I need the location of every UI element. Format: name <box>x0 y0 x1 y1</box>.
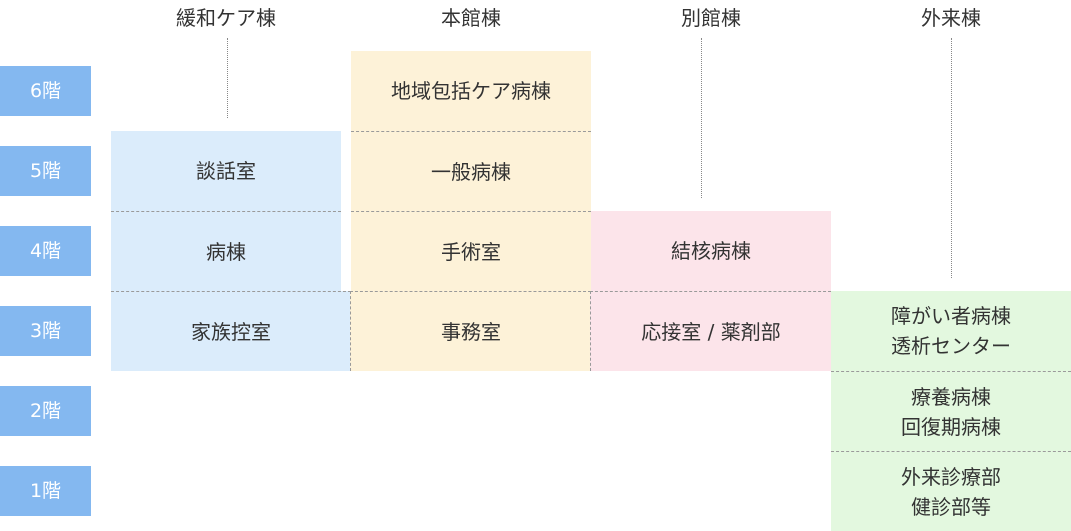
room-annex-3f: 応接室 / 薬剤部 <box>590 291 831 371</box>
room-label: 手術室 <box>441 239 501 264</box>
room-main-3f: 事務室 <box>350 291 591 371</box>
room-outpatient-1f: 外来診療部 健診部等 <box>831 451 1071 531</box>
room-label: 一般病棟 <box>431 159 511 184</box>
floor-label-6f: 6階 <box>0 66 91 116</box>
room-main-5f: 一般病棟 <box>351 131 591 211</box>
guide-line-palliative <box>227 38 228 118</box>
floor-label-1f: 1階 <box>0 466 91 516</box>
room-label: 家族控室 <box>191 319 271 344</box>
room-label-line-1: 外来診療部 <box>901 464 1001 489</box>
room-label: 事務室 <box>441 319 501 344</box>
room-label-line-2: 透析センター <box>891 334 1011 358</box>
floor-label-2f: 2階 <box>0 386 91 436</box>
room-label: 病棟 <box>206 239 246 264</box>
room-label: 結核病棟 <box>671 239 751 263</box>
room-palliative-4f: 病棟 <box>111 211 341 291</box>
guide-line-annex <box>701 38 702 198</box>
room-label: 談話室 <box>196 159 256 183</box>
room-main-6f: 地域包括ケア病棟 <box>351 51 591 131</box>
floor-label-4f: 4階 <box>0 226 91 276</box>
building-title-outpatient: 外来棟 <box>921 6 981 30</box>
room-palliative-3f: 家族控室 <box>111 291 351 371</box>
room-label: 地域包括ケア病棟 <box>391 79 551 103</box>
room-label-line-1: 障がい者病棟 <box>891 304 1011 328</box>
floor-label-3f: 3階 <box>0 306 91 356</box>
building-title-palliative: 緩和ケア棟 <box>176 6 276 30</box>
room-outpatient-2f: 療養病棟 回復期病棟 <box>831 371 1071 451</box>
room-label-line-2: 回復期病棟 <box>901 414 1001 439</box>
building-title-main: 本館棟 <box>441 6 501 30</box>
room-label-line-1: 療養病棟 <box>911 384 991 409</box>
room-label-line-2: 健診部等 <box>911 494 991 519</box>
room-outpatient-3f: 障がい者病棟 透析センター <box>831 291 1071 371</box>
building-title-annex: 別館棟 <box>681 6 741 30</box>
room-main-4f: 手術室 <box>351 211 591 291</box>
room-palliative-5f: 談話室 <box>111 131 341 211</box>
floor-label-5f: 5階 <box>0 146 91 196</box>
room-annex-4f: 結核病棟 <box>591 211 831 291</box>
room-label: 応接室 / 薬剤部 <box>641 319 781 344</box>
guide-line-outpatient <box>951 38 952 278</box>
